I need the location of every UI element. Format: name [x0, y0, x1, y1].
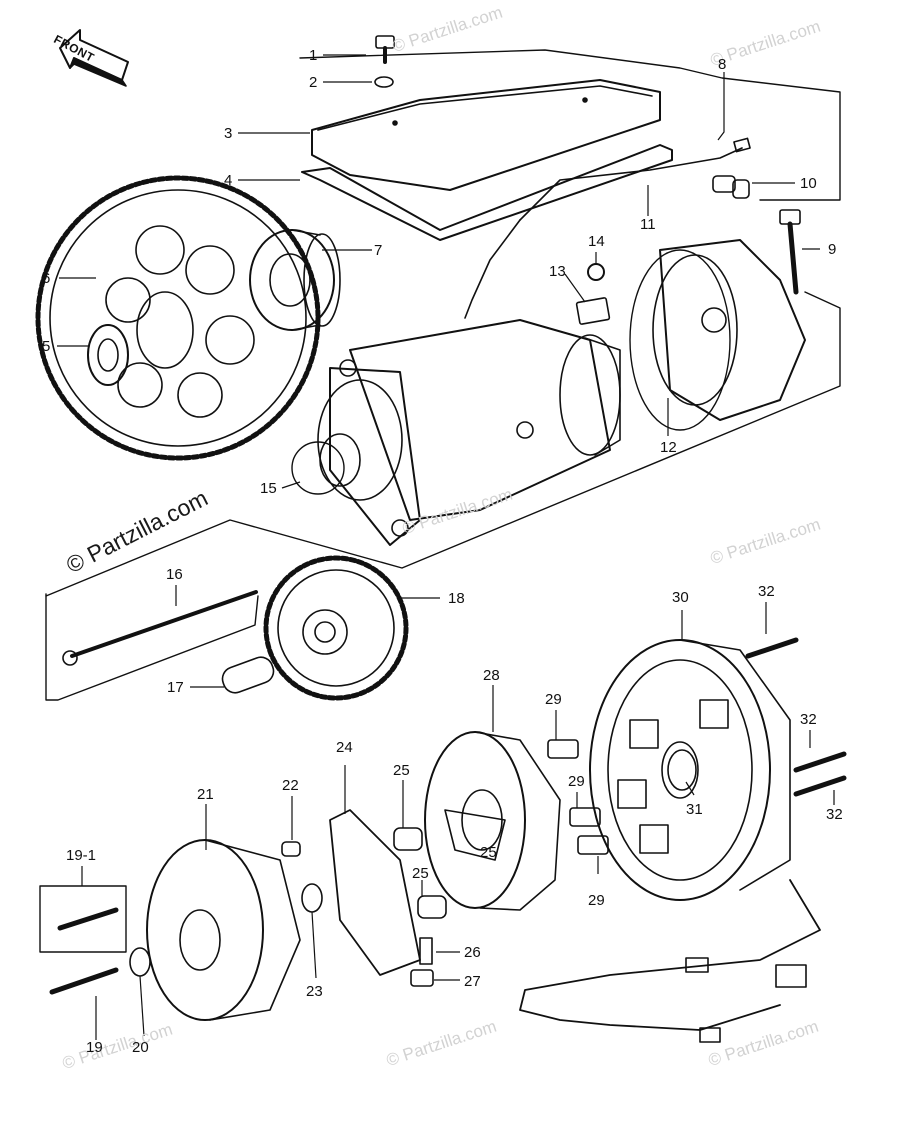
- callout-32b: 32: [800, 711, 817, 728]
- callout-19: 19: [86, 1039, 103, 1056]
- part-10-boot: [712, 175, 750, 199]
- callout-16: 16: [166, 566, 183, 583]
- part-6-starter-gear: [35, 175, 321, 461]
- callout-21: 21: [197, 786, 214, 803]
- part-5-circlip: [87, 324, 129, 386]
- part-12-o-ring: [629, 249, 731, 431]
- part-19-1-box: [39, 885, 127, 953]
- part-23-washer: [301, 883, 323, 913]
- callout-32c: 32: [826, 806, 843, 823]
- part-9-bolt: [779, 209, 801, 295]
- callout-14: 14: [588, 233, 605, 250]
- part-16-through-bolt: [70, 590, 258, 658]
- part-20-washer: [129, 947, 151, 977]
- callout-25c: 25: [412, 865, 429, 882]
- callout-5: 5: [42, 338, 51, 355]
- callout-32a: 32: [758, 583, 775, 600]
- part-29-screw-c: [577, 835, 609, 855]
- part-30-stator: [589, 639, 791, 901]
- callout-8: 8: [718, 56, 727, 73]
- part-29-screw-b: [569, 807, 601, 827]
- callout-19-1: 19-1: [66, 847, 97, 864]
- callout-10: 10: [800, 175, 817, 192]
- callout-11: 11: [640, 216, 656, 233]
- part-15-o-ring: [291, 441, 345, 495]
- divider-mid: [45, 593, 259, 701]
- callout-28: 28: [483, 667, 500, 684]
- leader-lines: [57, 54, 835, 1040]
- starter-motor: [317, 319, 621, 546]
- starter-housing: [652, 239, 806, 421]
- callout-9: 9: [828, 241, 837, 258]
- part-28-rotor: [424, 731, 561, 911]
- part-29-screw-a: [547, 739, 579, 759]
- callout-17: 17: [167, 679, 184, 696]
- callout-25a: 25: [393, 762, 410, 779]
- callout-22: 22: [282, 777, 299, 794]
- part-26-spring: [419, 937, 433, 965]
- divider-top: [299, 49, 841, 201]
- callout-27: 27: [464, 973, 481, 990]
- part-19-bolt: [49, 967, 119, 995]
- front-arrow-icon: [59, 29, 129, 87]
- callout-23: 23: [306, 983, 323, 1000]
- callout-3: 3: [224, 125, 233, 142]
- part-13-brush-plate: [575, 297, 611, 325]
- callout-15: 15: [260, 480, 277, 497]
- part-32-screw-a: [745, 637, 799, 659]
- callout-29c: 29: [588, 892, 605, 909]
- part-25-dowel-b: [417, 895, 447, 919]
- part-18-idler-gear: [263, 555, 409, 701]
- part-8-terminal: [733, 137, 751, 153]
- harness-end: [699, 1027, 721, 1043]
- part-17-collar: [221, 656, 275, 694]
- part-21-flywheel: [146, 839, 301, 1021]
- callout-29a: 29: [545, 691, 562, 708]
- callout-29b: 29: [568, 773, 585, 790]
- callout-26: 26: [464, 944, 481, 961]
- callout-25b: 25: [480, 844, 497, 861]
- harness-plug: [775, 964, 807, 988]
- wiring-harness: [519, 879, 821, 1031]
- callout-31: 31: [686, 801, 703, 818]
- callout-20: 20: [132, 1039, 149, 1056]
- callout-24: 24: [336, 739, 353, 756]
- callout-4: 4: [224, 172, 233, 189]
- part-19-1-bolt: [57, 907, 119, 931]
- part-1-bolt: [375, 35, 395, 64]
- part-27-plunger: [410, 969, 434, 987]
- callout-2: 2: [309, 74, 318, 91]
- callout-6: 6: [42, 270, 51, 287]
- part-22-dowel: [281, 841, 301, 857]
- callout-18: 18: [448, 590, 465, 607]
- part-32-screw-b: [793, 751, 847, 773]
- part-11-wire: [464, 219, 521, 319]
- part-31-bearing: [667, 749, 697, 791]
- callout-30: 30: [672, 589, 689, 606]
- part-7-bearing: [249, 229, 341, 331]
- part-8-lead: [519, 147, 743, 221]
- callout-12: 12: [660, 439, 677, 456]
- part-24-gasket: [329, 809, 421, 976]
- part-25-dowel-a: [393, 827, 423, 851]
- callout-1: 1: [309, 47, 318, 64]
- harness-connector: [685, 957, 709, 973]
- part-32-screw-c: [793, 775, 847, 797]
- part-4-gasket: [301, 144, 673, 241]
- divider-upper: [45, 291, 841, 597]
- callout-13: 13: [549, 263, 566, 280]
- part-2-washer: [374, 76, 394, 88]
- callout-7: 7: [374, 242, 383, 259]
- part-3-cover: [311, 79, 661, 191]
- part-14-nut: [587, 263, 605, 281]
